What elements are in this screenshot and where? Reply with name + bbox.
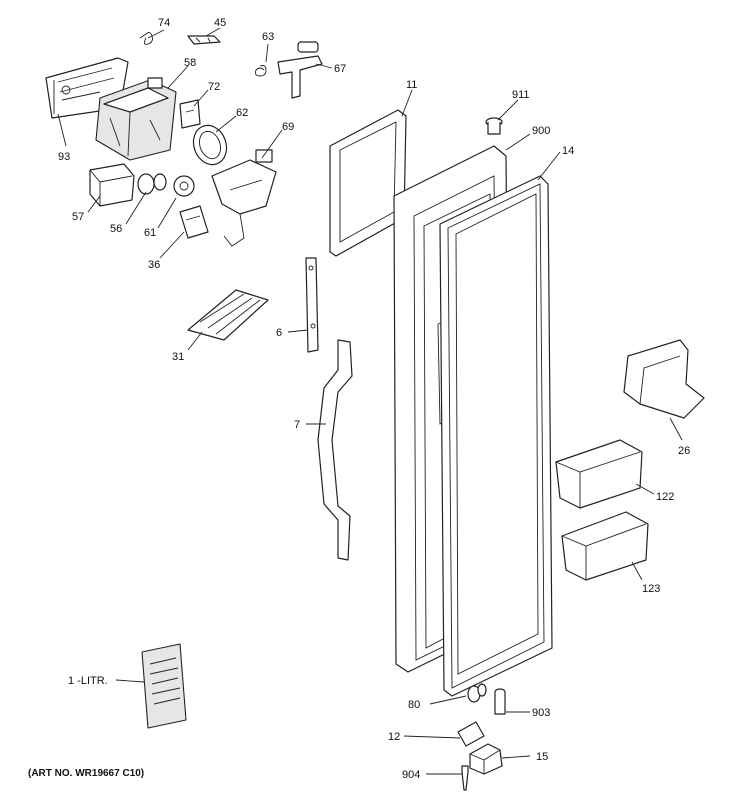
label-31: 31 bbox=[172, 351, 184, 363]
part-911-cap bbox=[485, 117, 503, 135]
callout-labels: 74 45 63 67 58 72 62 69 93 57 56 61 36 1… bbox=[58, 17, 690, 781]
part-36-bracket bbox=[179, 205, 209, 239]
leader-lines bbox=[57, 27, 683, 775]
label-61: 61 bbox=[144, 227, 156, 239]
label-56: 56 bbox=[110, 223, 122, 235]
label-900: 900 bbox=[532, 125, 550, 137]
part-63-spring bbox=[255, 65, 267, 77]
part-1-literature bbox=[141, 643, 187, 729]
part-80-plug bbox=[467, 683, 487, 703]
part-15-hinge bbox=[469, 743, 503, 775]
label-122: 122 bbox=[656, 491, 674, 503]
part-57-motor bbox=[89, 163, 135, 207]
label-36: 36 bbox=[148, 259, 160, 271]
part-62-ring bbox=[192, 124, 228, 166]
art-number: (ART NO. WR19667 C10) bbox=[28, 768, 144, 779]
part-14-gasket bbox=[439, 175, 553, 697]
label-72: 72 bbox=[208, 81, 220, 93]
label-12: 12 bbox=[388, 731, 400, 743]
label-1-litr: 1 -LITR. bbox=[68, 675, 108, 687]
part-12-bracket bbox=[457, 721, 485, 747]
label-45: 45 bbox=[214, 17, 226, 29]
part-69-chute bbox=[211, 149, 277, 247]
part-904-screw bbox=[461, 765, 469, 791]
label-6: 6 bbox=[276, 327, 282, 339]
part-903-bushing bbox=[494, 688, 506, 715]
label-57: 57 bbox=[72, 211, 84, 223]
label-80: 80 bbox=[408, 699, 420, 711]
part-45-bracket bbox=[187, 35, 221, 45]
label-903: 903 bbox=[532, 707, 550, 719]
label-15: 15 bbox=[536, 751, 548, 763]
label-62: 62 bbox=[236, 107, 248, 119]
part-26-cover bbox=[623, 339, 705, 419]
label-123: 123 bbox=[642, 583, 660, 595]
part-6-trim-strip bbox=[305, 257, 319, 353]
part-123-bin bbox=[561, 511, 649, 581]
label-63: 63 bbox=[262, 31, 274, 43]
part-67-actuator bbox=[277, 41, 323, 99]
label-69: 69 bbox=[282, 121, 294, 133]
label-67: 67 bbox=[334, 63, 346, 75]
label-7: 7 bbox=[294, 419, 300, 431]
part-7-handle bbox=[317, 339, 353, 561]
part-74-spring bbox=[139, 31, 153, 45]
label-14: 14 bbox=[562, 145, 574, 157]
label-11: 11 bbox=[406, 79, 417, 91]
label-74: 74 bbox=[158, 17, 170, 29]
part-122-bin bbox=[555, 439, 643, 509]
label-911: 911 bbox=[512, 89, 530, 101]
part-56-solenoid bbox=[137, 173, 167, 195]
part-58-dispenser-housing bbox=[95, 77, 177, 161]
part-31-drip-tray bbox=[187, 289, 269, 341]
label-904: 904 bbox=[402, 769, 420, 781]
label-93: 93 bbox=[58, 151, 70, 163]
part-61-gear bbox=[173, 175, 195, 197]
label-58: 58 bbox=[184, 57, 196, 69]
part-72-switch bbox=[179, 99, 201, 129]
label-26: 26 bbox=[678, 445, 690, 457]
